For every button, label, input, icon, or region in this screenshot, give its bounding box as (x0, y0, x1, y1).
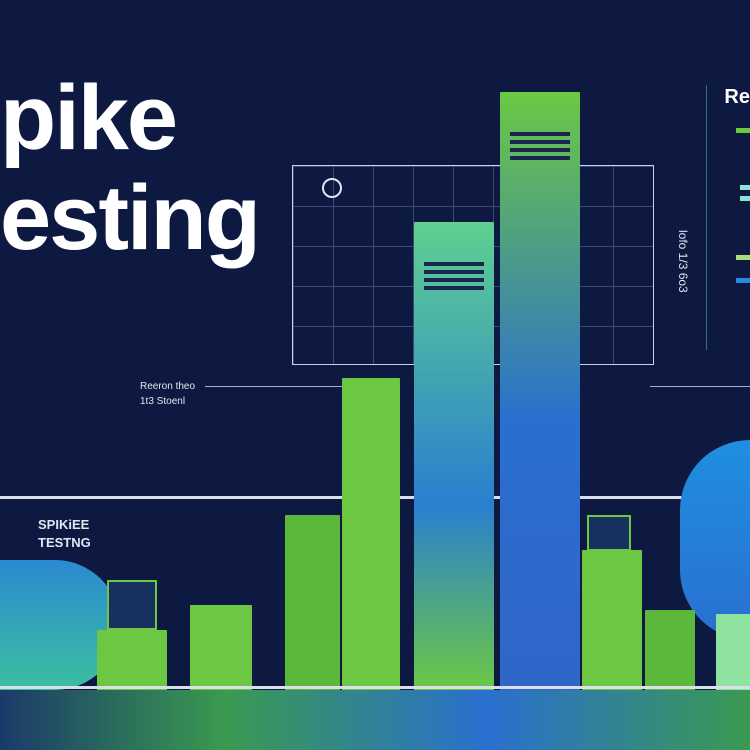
legend-bar (736, 255, 750, 260)
legend-bar (736, 128, 750, 133)
legend-bar (736, 278, 750, 283)
ground-line (0, 686, 750, 689)
tower-mid (414, 222, 494, 692)
tower-right (716, 614, 750, 692)
response-pointer-line (205, 386, 345, 387)
server-rack (587, 515, 631, 551)
cloud (680, 440, 750, 640)
response-value: 1t3 Stoenl (140, 396, 186, 407)
server-rack (107, 580, 157, 630)
tower-low (190, 605, 252, 692)
tower-right (582, 550, 642, 692)
response-pointer-line-right (650, 386, 750, 387)
tower-green (342, 378, 400, 692)
tower-low (97, 630, 167, 692)
tower-right (645, 610, 695, 692)
spike-label-1: SPIKiEE (38, 517, 90, 532)
tower-step (285, 515, 340, 692)
side-vertical-label: lofo 1/3 6o3 (676, 230, 690, 293)
legend-bar (740, 196, 750, 201)
corner-heading: Re (724, 86, 750, 108)
legend-bar (740, 185, 750, 190)
title-line-1: pike (0, 67, 178, 169)
divider-line (706, 85, 707, 350)
title-line-2: esting (0, 167, 261, 269)
spike-label-2: TESTNG (38, 535, 91, 550)
response-label: Reeron theo (140, 381, 196, 392)
reflection (0, 690, 750, 750)
clock-icon (322, 178, 342, 198)
tower-tall (500, 92, 580, 692)
